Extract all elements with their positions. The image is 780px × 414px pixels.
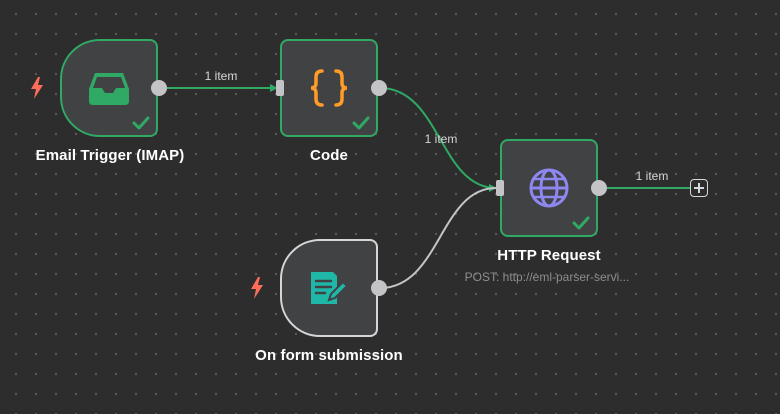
connection-code-to-http[interactable]: [379, 87, 497, 189]
connection-arrowhead: [270, 84, 278, 92]
node-label-code: Code: [310, 147, 348, 164]
edge-label-http-to-add: 1 item: [635, 169, 669, 183]
node-label-http-request: HTTP Request: [497, 247, 601, 264]
node-form-submission[interactable]: [280, 239, 378, 337]
node-code[interactable]: [280, 39, 378, 137]
node-subtitle-http-request: POST: http://eml-parser-servi...: [464, 270, 630, 284]
code-input-handle[interactable]: [276, 80, 284, 96]
connection-form-to-http[interactable]: [379, 187, 497, 289]
node-label-email-trigger: Email Trigger (IMAP): [35, 147, 185, 164]
node-email-trigger[interactable]: [60, 39, 158, 137]
plus-icon: [694, 183, 704, 193]
node-label-form-submission: On form submission: [255, 347, 403, 364]
edge-label-email-to-code: 1 item: [204, 69, 238, 83]
success-check-icon: [352, 116, 370, 130]
globe-icon: [528, 167, 570, 209]
http-request-input-handle[interactable]: [496, 180, 504, 196]
success-check-icon: [572, 216, 590, 230]
success-check-icon: [132, 116, 150, 130]
form-submission-output-handle[interactable]: [371, 280, 387, 296]
code-output-handle[interactable]: [371, 80, 387, 96]
http-request-output-handle[interactable]: [591, 180, 607, 196]
inbox-icon: [89, 71, 129, 105]
form-edit-icon: [309, 270, 349, 306]
edge-label-code-to-http: 1 item: [424, 132, 458, 146]
node-http-request[interactable]: [500, 139, 598, 237]
email-trigger-output-handle[interactable]: [151, 80, 167, 96]
add-node-button[interactable]: [690, 179, 708, 197]
trigger-bolt-icon: [251, 277, 263, 299]
curly-braces-icon: [308, 68, 350, 108]
trigger-bolt-icon: [31, 77, 43, 99]
